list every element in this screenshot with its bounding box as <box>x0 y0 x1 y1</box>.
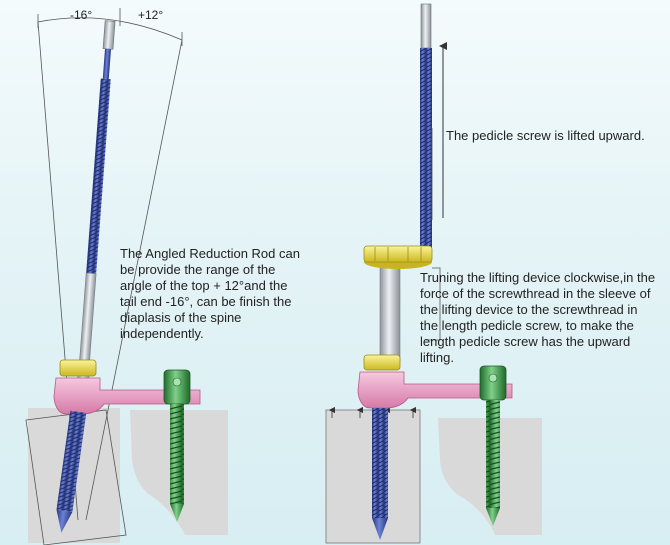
screw-head-hole <box>488 373 498 383</box>
reduction-rod <box>420 3 432 258</box>
bone-screw-right <box>372 408 388 540</box>
screw-tip <box>372 518 388 540</box>
angle-label-minus: -16° <box>70 8 93 22</box>
callout-line <box>426 267 441 341</box>
lock-nut-right <box>363 354 401 371</box>
rod-thread <box>420 48 432 258</box>
rod-sleeve <box>79 272 97 364</box>
left-illustration <box>25 8 228 545</box>
pedicle-screw-right <box>479 365 507 526</box>
lock-nut-left <box>59 359 97 377</box>
screw-thread <box>486 400 500 508</box>
lifting-wheel <box>363 245 433 263</box>
right-illustration <box>325 3 542 544</box>
connector-right <box>357 371 513 409</box>
screw-tip <box>56 509 73 533</box>
left-caption: The Angled Reduction Rod can be provide … <box>120 246 300 341</box>
angle-line-plus <box>85 39 183 521</box>
screw-head <box>479 365 507 401</box>
screw-head-hole <box>172 377 182 387</box>
rod-shaft-upper <box>102 48 112 80</box>
screw-thread <box>170 404 184 504</box>
screw-head <box>163 369 191 405</box>
right-caption: Truning the lifting device clockwise,in … <box>420 270 656 365</box>
bone-screw-left <box>56 410 87 533</box>
angle-label-plus: +12° <box>138 8 164 22</box>
screw-body <box>372 408 388 518</box>
pedicle-screw-left <box>163 369 191 522</box>
screw-body <box>56 410 87 513</box>
rod-thread <box>86 78 111 274</box>
rod-tip <box>420 3 432 49</box>
screw-tip <box>170 504 184 522</box>
angle-arc <box>37 17 183 41</box>
angled-rod <box>76 20 116 392</box>
lift-caption: The pedicle screw is lifted upward. <box>446 128 645 143</box>
lifting-sleeve <box>379 261 401 363</box>
rod-tip <box>102 20 116 50</box>
screw-tip <box>486 508 500 526</box>
